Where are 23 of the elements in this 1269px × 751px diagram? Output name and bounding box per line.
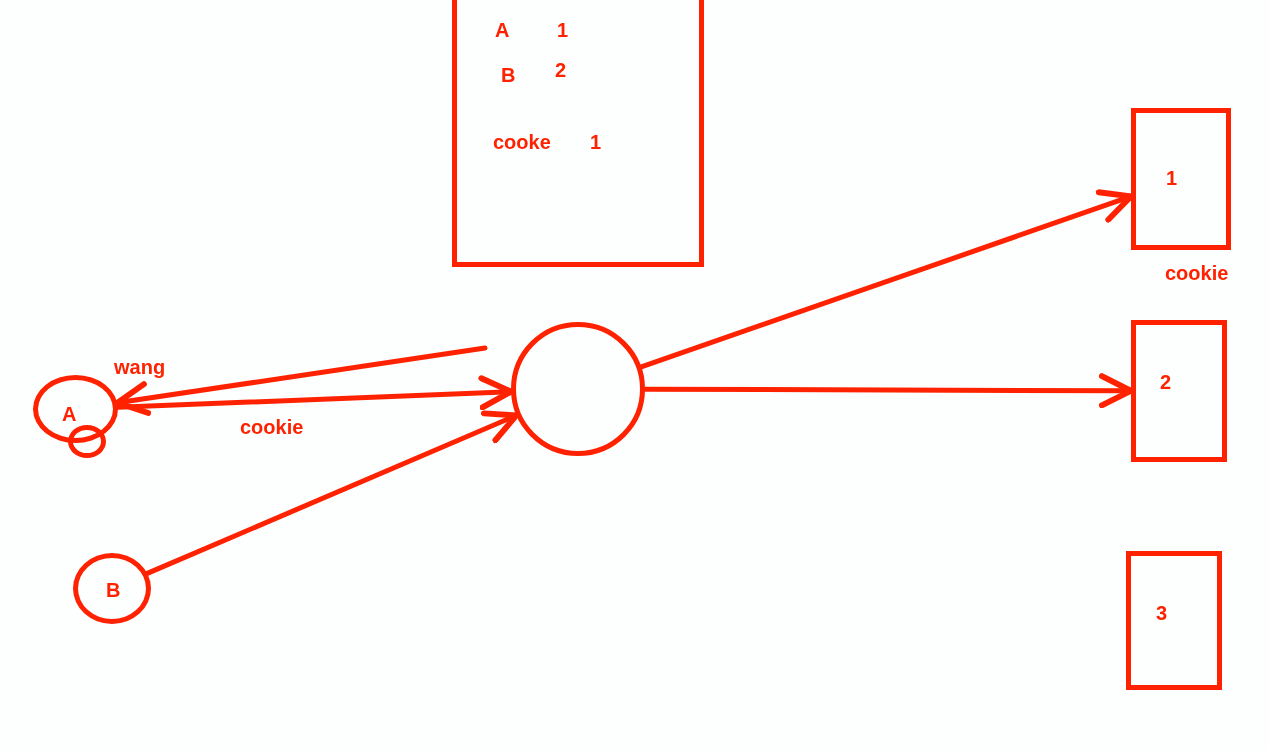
node-label: 2 (1160, 372, 1172, 392)
node-label: B (106, 580, 121, 600)
arrow (115, 375, 514, 411)
table-entry: 1 (590, 132, 602, 152)
server-circle (511, 322, 645, 456)
table-entry: 2 (555, 60, 567, 80)
table-box (452, 0, 704, 267)
node-label: A (62, 404, 77, 424)
server-box (1131, 320, 1227, 462)
node-label: 1 (1166, 168, 1178, 188)
table-entry: A (495, 20, 510, 40)
table-entry: 1 (557, 20, 569, 40)
table-entry: cooke (493, 132, 551, 152)
server-box (1131, 108, 1231, 250)
client-circle (73, 553, 151, 624)
arrow (144, 410, 520, 576)
arrow (114, 345, 488, 416)
caption-label: cookie (1165, 263, 1229, 283)
server-box (1126, 551, 1222, 690)
table-entry: B (501, 65, 516, 85)
arrow (638, 189, 1134, 370)
small-circle (68, 425, 106, 458)
node-label: 3 (1156, 603, 1168, 623)
